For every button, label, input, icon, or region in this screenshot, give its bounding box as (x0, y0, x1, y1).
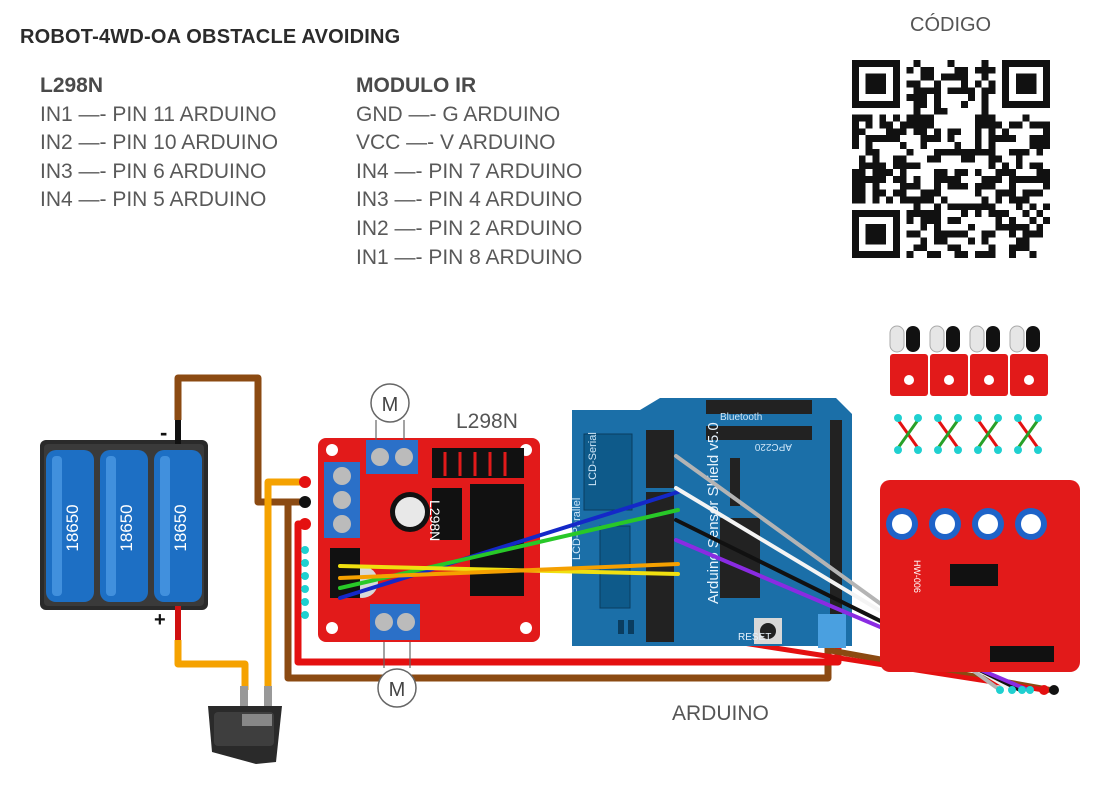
wire-signal-orange (338, 562, 680, 580)
ir-output-pins (996, 685, 1059, 695)
arduino-label: ARDUINO (672, 702, 769, 725)
ir-pin-line: IN3 —- PIN 4 ARDUINO (356, 188, 583, 212)
driver-silkscreen-label: L298N (427, 500, 443, 541)
l298n-pin-line: IN3 —- PIN 6 ARDUINO (40, 159, 267, 183)
battery-cell-label: 18650 (63, 504, 82, 551)
shield-apc: APC220 (754, 441, 792, 452)
ir-led (1009, 325, 1040, 353)
ir-led (969, 325, 1000, 353)
battery-cell-label: 18650 (117, 504, 136, 551)
motor-bottom: M (377, 642, 417, 708)
ir-sensor-array: HW-006 (880, 325, 1080, 672)
ir-led (889, 325, 920, 353)
ir-pin-line: GND —- G ARDUINO (356, 102, 561, 126)
motor-label: M (382, 394, 399, 416)
battery-cell: 18650 (46, 450, 94, 602)
battery-cell: 18650 (100, 450, 148, 602)
ir-board-label: HW-006 (912, 560, 922, 593)
ir-pin-line: IN2 —- PIN 2 ARDUINO (356, 216, 583, 240)
ir-pin-line: IN4 —- PIN 7 ARDUINO (356, 159, 583, 183)
shield-reset: RESET (738, 632, 771, 643)
l298n-pin-line: IN1 —- PIN 11 ARDUINO (40, 102, 277, 126)
ir-led (929, 325, 960, 353)
qr-code-label: CÓDIGO (910, 14, 992, 36)
l298n-pin-table: L298N IN1 —- PIN 11 ARDUINO IN2 —- PIN 1… (40, 72, 278, 215)
qr-code[interactable] (852, 60, 1050, 258)
battery-cell-label: 18650 (171, 504, 190, 551)
wire-switch-orange (174, 640, 249, 690)
ir-pin-header: MODULO IR (356, 74, 477, 97)
l298n-pin-line: IN2 —- PIN 10 ARDUINO (40, 131, 279, 155)
wire-ground-brown (284, 498, 832, 682)
driver-label: L298N (456, 410, 518, 433)
battery-minus-sign: - (160, 420, 167, 445)
power-switch[interactable] (208, 686, 282, 764)
ir-pin-line: VCC —- V ARDUINO (356, 131, 556, 155)
ir-pin-line: IN1 —- PIN 8 ARDUINO (356, 245, 583, 269)
l298n-driver-board: L298N (318, 438, 540, 642)
page-title: ROBOT-4WD-OA OBSTACLE AVOIDING (20, 26, 401, 48)
driver-input-pins (299, 476, 311, 619)
ir-pin-table: MODULO IR GND —- G ARDUINO VCC —- V ARDU… (356, 72, 582, 272)
wire-switch-to-driver (264, 478, 302, 690)
motor-top: M (370, 383, 410, 440)
wire-battery-negative (174, 374, 302, 506)
l298n-pin-line: IN4 —- PIN 5 ARDUINO (40, 188, 267, 212)
battery-cell: 18650 (154, 450, 202, 602)
shield-lcd-serial: LCD-Serial (587, 432, 599, 486)
battery-holder: 18650 18650 18650 (40, 440, 208, 610)
l298n-pin-header: L298N (40, 74, 104, 97)
shield-bluetooth: Bluetooth (720, 412, 762, 423)
motor-label: M (389, 679, 406, 701)
battery-plus-sign: + (154, 609, 166, 631)
shield-lcd-parallel: LCD-Parallel (571, 498, 583, 560)
wire-signal-blue (338, 490, 680, 600)
